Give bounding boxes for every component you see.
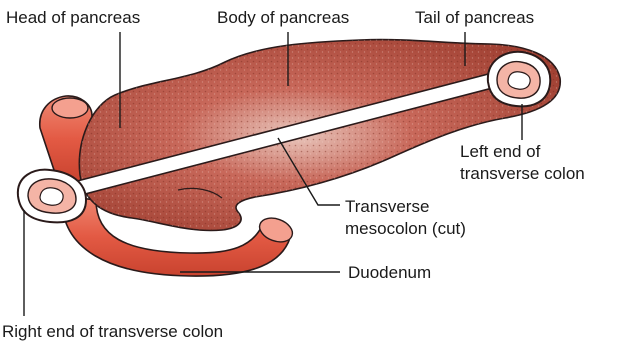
left-colon-cut-end [488, 52, 550, 107]
label-left-end-transverse-colon: Left end of transverse colon [460, 141, 585, 185]
label-head-of-pancreas: Head of pancreas [6, 7, 140, 29]
label-duodenum: Duodenum [348, 262, 431, 284]
pancreas [79, 40, 560, 231]
label-tail-of-pancreas: Tail of pancreas [415, 7, 534, 29]
label-body-of-pancreas: Body of pancreas [217, 7, 349, 29]
label-left-end-line1: Left end of [460, 141, 585, 163]
right-colon-lumen [52, 98, 88, 118]
label-mesocolon-line2: mesocolon (cut) [345, 218, 466, 240]
label-mesocolon-line1: Transverse [345, 196, 466, 218]
label-right-end-transverse-colon: Right end of transverse colon [2, 321, 223, 343]
label-transverse-mesocolon: Transverse mesocolon (cut) [345, 196, 466, 240]
label-left-end-line2: transverse colon [460, 163, 585, 185]
